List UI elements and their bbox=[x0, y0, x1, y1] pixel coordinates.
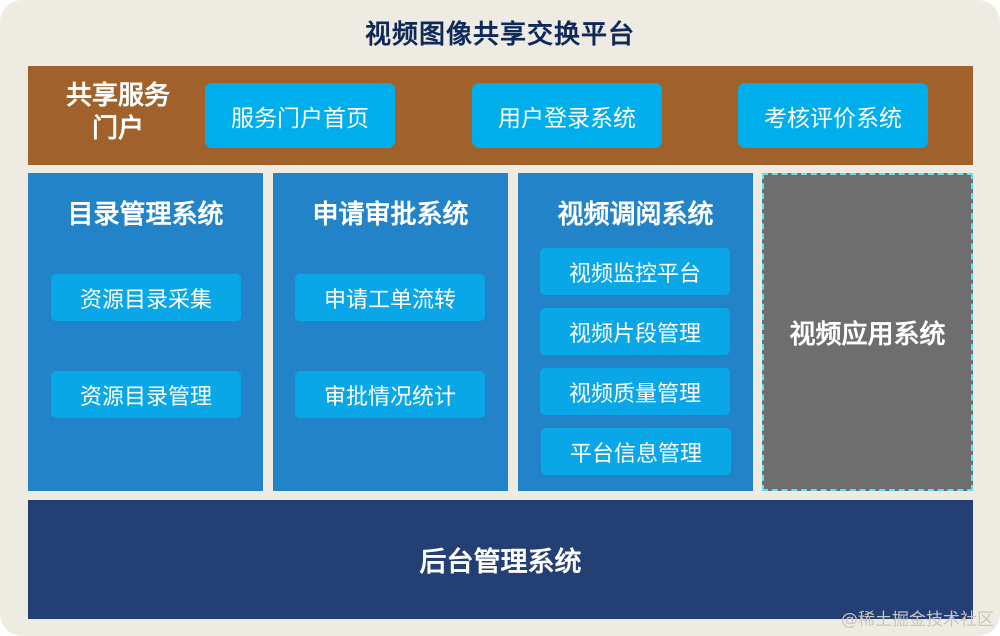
diagram-title: 视频图像共享交换平台 bbox=[364, 20, 635, 50]
portal-label-line1: 共享服务 bbox=[65, 81, 170, 111]
video-monitor-platform-button[interactable]: 视频监控平台 bbox=[540, 248, 730, 295]
column-title: 视频调阅系统 bbox=[557, 200, 714, 230]
video-quality-management-button[interactable]: 视频质量管理 bbox=[540, 368, 730, 415]
user-login-button[interactable]: 用户登录系统 bbox=[472, 83, 662, 148]
resource-catalog-collect-button[interactable]: 资源目录采集 bbox=[51, 274, 241, 321]
catalog-management-column: 目录管理系统 资源目录采集 资源目录管理 bbox=[28, 173, 263, 491]
approval-statistics-button[interactable]: 审批情况统计 bbox=[295, 371, 485, 418]
assessment-system-button[interactable]: 考核评价系统 bbox=[738, 83, 928, 148]
backend-title: 后台管理系统 bbox=[419, 547, 582, 578]
column-title: 申请审批系统 bbox=[312, 200, 469, 230]
video-clip-management-button[interactable]: 视频片段管理 bbox=[540, 308, 730, 355]
portal-home-button[interactable]: 服务门户首页 bbox=[205, 83, 395, 148]
work-order-flow-button[interactable]: 申请工单流转 bbox=[295, 274, 485, 321]
portal-label: 共享服务 门户 bbox=[48, 80, 188, 146]
resource-catalog-manage-button[interactable]: 资源目录管理 bbox=[51, 371, 241, 418]
column-title: 视频应用系统 bbox=[789, 319, 946, 350]
backend-management-bar[interactable]: 后台管理系统 bbox=[28, 500, 973, 619]
watermark: @稀土掘金技术社区 bbox=[841, 610, 994, 630]
portal-label-line2: 门户 bbox=[91, 114, 144, 144]
application-approval-column: 申请审批系统 申请工单流转 审批情况统计 bbox=[273, 173, 508, 491]
video-review-column: 视频调阅系统 视频监控平台 视频片段管理 视频质量管理 平台信息管理 bbox=[518, 173, 753, 491]
platform-info-management-button[interactable]: 平台信息管理 bbox=[541, 428, 731, 475]
video-application-column[interactable]: 视频应用系统 bbox=[762, 173, 973, 491]
column-title: 目录管理系统 bbox=[67, 200, 224, 230]
